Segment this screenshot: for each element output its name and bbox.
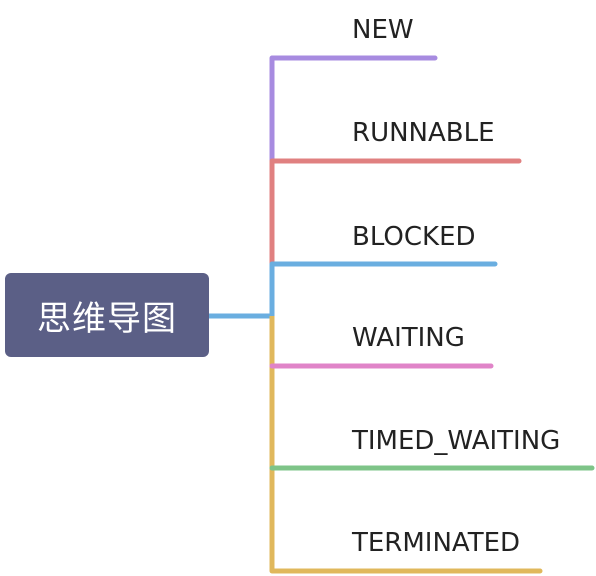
- branch-label-timed-waiting[interactable]: TIMED_WAITING: [352, 426, 561, 456]
- branch-label-new[interactable]: NEW: [352, 15, 414, 45]
- branch-label-terminated[interactable]: TERMINATED: [352, 528, 521, 558]
- root-node-label: 思维导图: [37, 298, 177, 339]
- branch-label-blocked[interactable]: BLOCKED: [352, 222, 476, 252]
- branch-label-waiting[interactable]: WAITING: [352, 323, 465, 353]
- root-node[interactable]: 思维导图: [5, 273, 209, 357]
- branch-label-runnable[interactable]: RUNNABLE: [352, 118, 495, 148]
